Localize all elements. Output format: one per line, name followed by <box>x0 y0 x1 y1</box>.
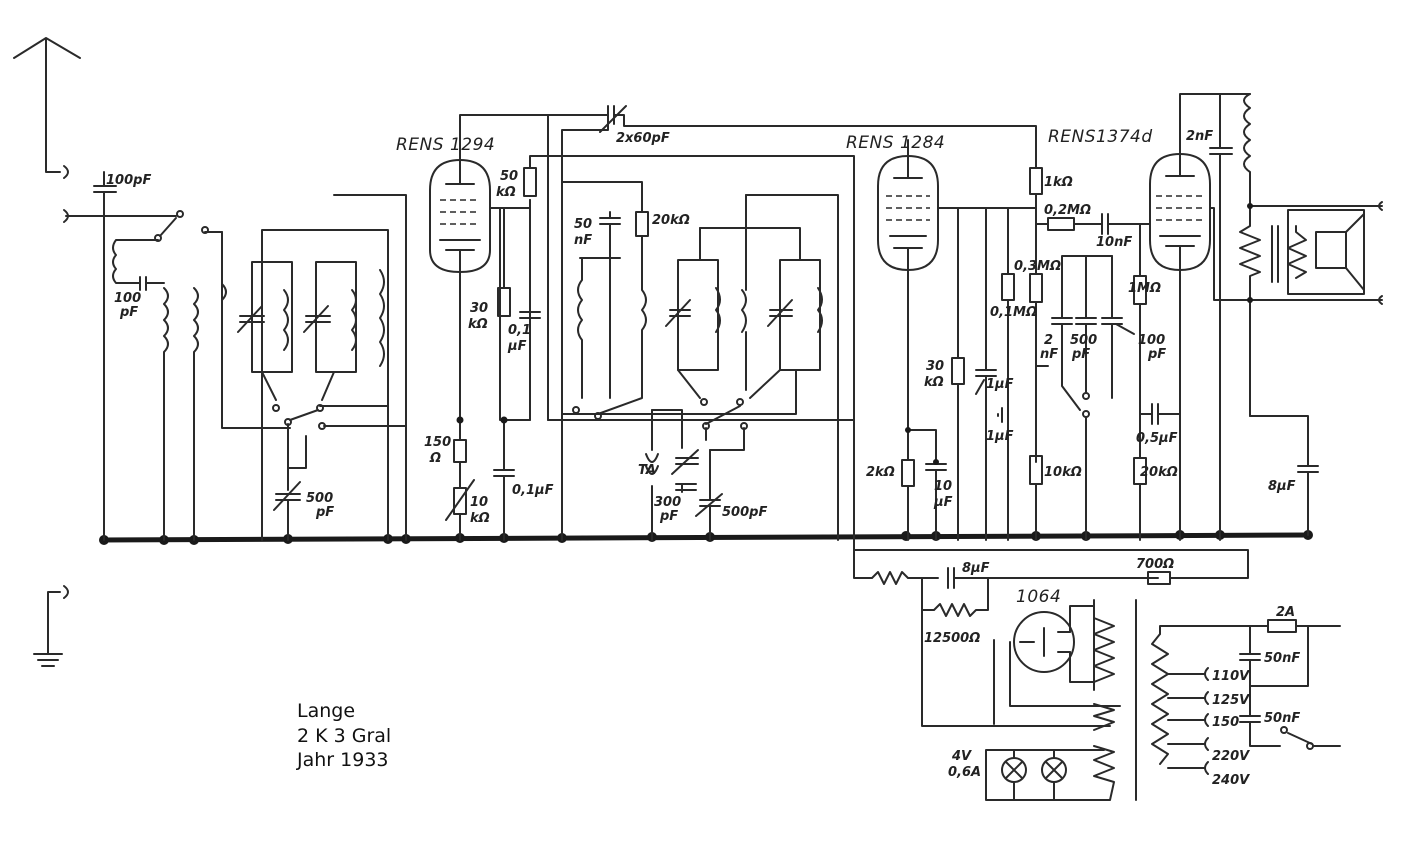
label-c-100b-b: pF <box>1147 347 1166 362</box>
label-r-30k2b: kΩ <box>924 375 944 390</box>
label-c-2nf: 2nF <box>1186 129 1213 144</box>
label-c-2x60: 2x60pF <box>616 131 670 146</box>
label-c-10a: 10 <box>934 479 952 494</box>
label-r-150a: 150 <box>424 435 451 450</box>
tube1-cathode-network <box>445 114 855 541</box>
caption-maker: Lange <box>297 700 356 722</box>
label-r-20k: 20kΩ <box>652 213 690 228</box>
label-c-8uf1: 8µF <box>1268 479 1296 494</box>
label-v-110: 110V <box>1212 669 1250 684</box>
tube-label-2: RENS 1284 <box>846 133 945 153</box>
label-c-1uf2: 1µF <box>986 429 1014 444</box>
tuned-circuit-1 <box>237 194 407 541</box>
label-lamp-b: 0,6A <box>948 765 981 780</box>
label-r-2k: 2kΩ <box>866 465 895 480</box>
label-ta: TA <box>638 463 656 478</box>
label-c-10b: µF <box>933 495 953 510</box>
label-c-500a: 500 <box>306 491 333 506</box>
label-c-100b-a: 100 <box>1138 333 1165 348</box>
antenna-input-stage <box>63 171 291 541</box>
label-r-12500: 12500Ω <box>924 631 980 646</box>
label-c-01c: 0,1µF <box>512 483 554 498</box>
label-c-500b-a: 500 <box>1070 333 1097 348</box>
label-c-05: 0,5µF <box>1136 431 1178 446</box>
label-c-1uf1: 1µF <box>986 377 1014 392</box>
label-c-300a: 300 <box>654 495 681 510</box>
label-r-50b: kΩ <box>496 185 516 200</box>
label-r-1m: 1MΩ <box>1128 281 1161 296</box>
label-c-500pf: 500pF <box>722 505 767 520</box>
antenna-symbol <box>13 37 81 179</box>
label-c-01a: 0,1 <box>508 323 531 338</box>
caption-year: Jahr 1933 <box>297 749 389 771</box>
label-v-150: 150 <box>1212 715 1239 730</box>
label-r-01m: 0,1MΩ <box>990 305 1037 320</box>
label-c-50nf2: 50nF <box>1264 711 1300 726</box>
audio-coupling-network <box>951 167 1181 541</box>
label-c-500b-b: pF <box>1071 347 1090 362</box>
label-c-8uf2: 8µF <box>962 561 990 576</box>
rectifier-label: 1064 <box>1016 587 1061 607</box>
label-r-20k2: 20kΩ <box>1140 465 1178 480</box>
output-transformer-speaker <box>1239 199 1383 536</box>
label-r-02m: 0,2MΩ <box>1044 203 1091 218</box>
tuned-circuit-2 <box>561 181 839 541</box>
label-r-10k: 10kΩ <box>1044 465 1082 480</box>
label-v-125: 125V <box>1212 693 1250 708</box>
label-c-2nf-b: nF <box>1040 347 1058 362</box>
label-r-10a: 10 <box>470 495 488 510</box>
schematic-caption: Lange 2 K 3 Gral Jahr 1933 <box>297 699 391 773</box>
label-c-50nf1: 50nF <box>1264 651 1300 666</box>
tube-rens-1374d <box>1149 93 1251 541</box>
label-r-30k2a: 30 <box>926 359 944 374</box>
caption-model: 2 K 3 Gral <box>297 724 392 747</box>
variable-capacitor-2x60 <box>547 105 1037 541</box>
label-c-ant: 100pF <box>106 173 151 188</box>
label-c-100a: 100 <box>114 291 141 306</box>
label-c-01b: µF <box>507 339 527 354</box>
label-r-700: 700Ω <box>1136 557 1174 572</box>
label-c-10nf: 10nF <box>1096 235 1132 250</box>
label-c-300b: pF <box>659 509 678 524</box>
component-labels: RENS 1294 RENS 1284 RENS1374d 1064 100pF… <box>106 127 1300 788</box>
label-r-10b: kΩ <box>470 511 490 526</box>
label-r-1k: 1kΩ <box>1044 175 1073 190</box>
tube-label-1: RENS 1294 <box>396 135 495 155</box>
label-v-240: 240V <box>1212 773 1250 788</box>
label-r-50a: 50 <box>500 169 518 184</box>
label-v-220: 220V <box>1212 749 1250 764</box>
label-c-50na: 50 <box>574 217 592 232</box>
label-c-50nb: nF <box>574 233 592 248</box>
ground-symbol <box>33 585 69 667</box>
label-r-30a: 30 <box>470 301 488 316</box>
label-r-03m: 0,3MΩ <box>1014 259 1061 274</box>
tube-rens-1284 <box>877 139 1037 541</box>
label-r-30b: kΩ <box>468 317 488 332</box>
label-c-2nf-a: 2 <box>1044 333 1053 348</box>
label-fuse-2a: 2A <box>1276 605 1295 620</box>
label-r-150b: Ω <box>429 451 441 466</box>
power-supply <box>853 419 1341 801</box>
label-c-500b: pF <box>315 505 334 520</box>
label-c-100b: pF <box>119 305 138 320</box>
tube-label-3: RENS1374d <box>1048 127 1153 147</box>
ground-bus <box>99 530 1313 545</box>
label-lamp-a: 4V <box>951 749 972 764</box>
